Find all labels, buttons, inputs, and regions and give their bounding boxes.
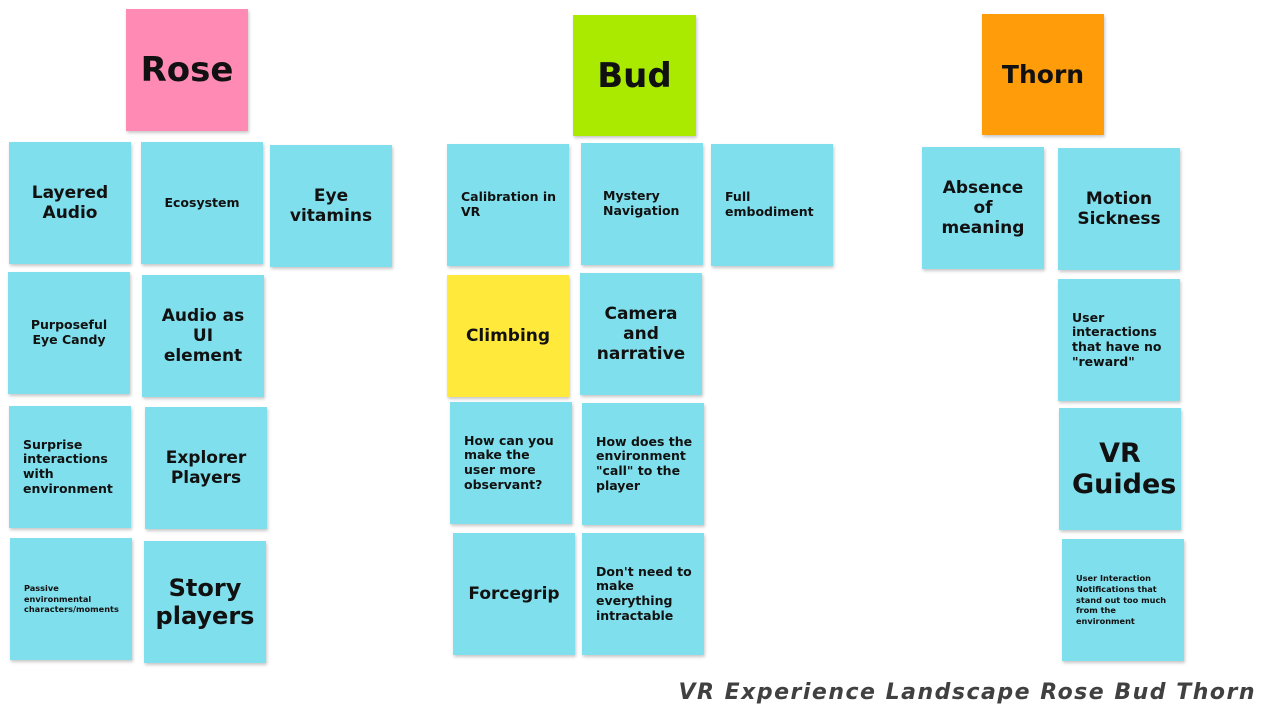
- note-environment-call: How does the environment "call" to the p…: [582, 403, 704, 525]
- note-climbing: Climbing: [447, 275, 569, 397]
- note-motion-sickness: Motion Sickness: [1058, 148, 1180, 270]
- thorn-header: Thorn: [982, 14, 1104, 135]
- rose-header: Rose: [126, 9, 248, 131]
- bud-header: Bud: [573, 15, 696, 136]
- note-camera-narrative: Camera and narrative: [580, 273, 702, 395]
- note-full-embodiment: Full embodiment: [711, 144, 833, 266]
- note-forcegrip: Forcegrip: [453, 533, 575, 655]
- note-mystery-navigation: Mystery Navigation: [581, 143, 703, 265]
- note-observant-user: How can you make the user more observant…: [450, 402, 572, 524]
- note-vr-guides: VR Guides: [1059, 408, 1181, 530]
- note-eye-vitamins: Eye vitamins: [270, 145, 392, 267]
- rose-header-label: Rose: [140, 50, 234, 90]
- board-caption: VR Experience Landscape Rose Bud Thorn: [678, 680, 1256, 705]
- thorn-header-label: Thorn: [1001, 60, 1085, 89]
- note-calibration-vr: Calibration in VR: [447, 144, 569, 266]
- note-not-intractable: Don't need to make everything intractabl…: [582, 533, 704, 655]
- note-surprise-interactions: Surprise interactions with environment: [9, 406, 131, 528]
- note-no-reward: User interactions that have no "reward": [1058, 279, 1180, 401]
- note-absence-meaning: Absence of meaning: [922, 147, 1044, 269]
- note-purposeful-eye-candy: Purposeful Eye Candy: [8, 272, 130, 394]
- note-layered-audio: Layered Audio: [9, 142, 131, 264]
- note-explorer-players: Explorer Players: [145, 407, 267, 529]
- note-passive-environmental: Passive environmental characters/moments: [10, 538, 132, 660]
- note-audio-ui-element: Audio as UI element: [142, 275, 264, 397]
- note-ecosystem: Ecosystem: [141, 142, 263, 264]
- bud-header-label: Bud: [597, 55, 672, 96]
- note-story-players: Story players: [144, 541, 266, 663]
- note-notifications-stand-out: User Interaction Notifications that stan…: [1062, 539, 1184, 661]
